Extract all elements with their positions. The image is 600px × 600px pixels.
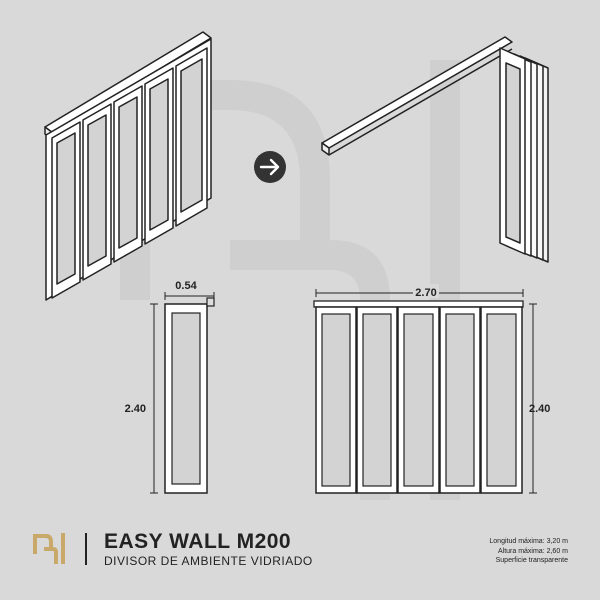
spec-list: Longitud máxima: 3,20 m Altura máxima: 2…: [489, 537, 568, 566]
iso-panel: [113, 85, 143, 263]
full-wall-elevation: 2.70 2.40: [313, 284, 550, 494]
full-wall-width-label: 2.70: [415, 287, 436, 299]
full-wall-height-label: 2.40: [529, 403, 550, 415]
spec-max-height: Altura máxima: 2,60 m: [497, 547, 568, 555]
spec-surface: Superficie transparente: [495, 557, 568, 564]
arrow-right-icon: [254, 151, 286, 183]
elevation-panel: [439, 306, 481, 494]
product-subtitle: DIVISOR DE AMBIENTE VIDRIADO: [104, 554, 313, 568]
footer-divider: [85, 533, 87, 565]
iso-panel: [51, 121, 81, 299]
product-diagram: 0.54 2.40 2.70 2.40: [44, 31, 551, 494]
iso-panel: [144, 67, 174, 245]
elevation-panel: [356, 306, 398, 494]
iso-wall-open: [321, 36, 549, 263]
single-panel-height-label: 2.40: [125, 403, 146, 415]
single-panel-elevation: 0.54 2.40: [125, 280, 215, 494]
iso-panel: [82, 103, 112, 281]
product-title: EASY WALL M200: [104, 530, 292, 553]
spec-max-length: Longitud máxima: 3,20 m: [489, 538, 568, 545]
iso-wall-closed: [44, 31, 212, 301]
elevation-panel: [315, 306, 357, 494]
brand-logo-icon: [33, 533, 65, 564]
elevation-panel: [480, 306, 523, 494]
elevation-panel: [397, 306, 440, 494]
single-panel-width-label: 0.54: [175, 280, 197, 292]
iso-panel: [175, 47, 208, 227]
